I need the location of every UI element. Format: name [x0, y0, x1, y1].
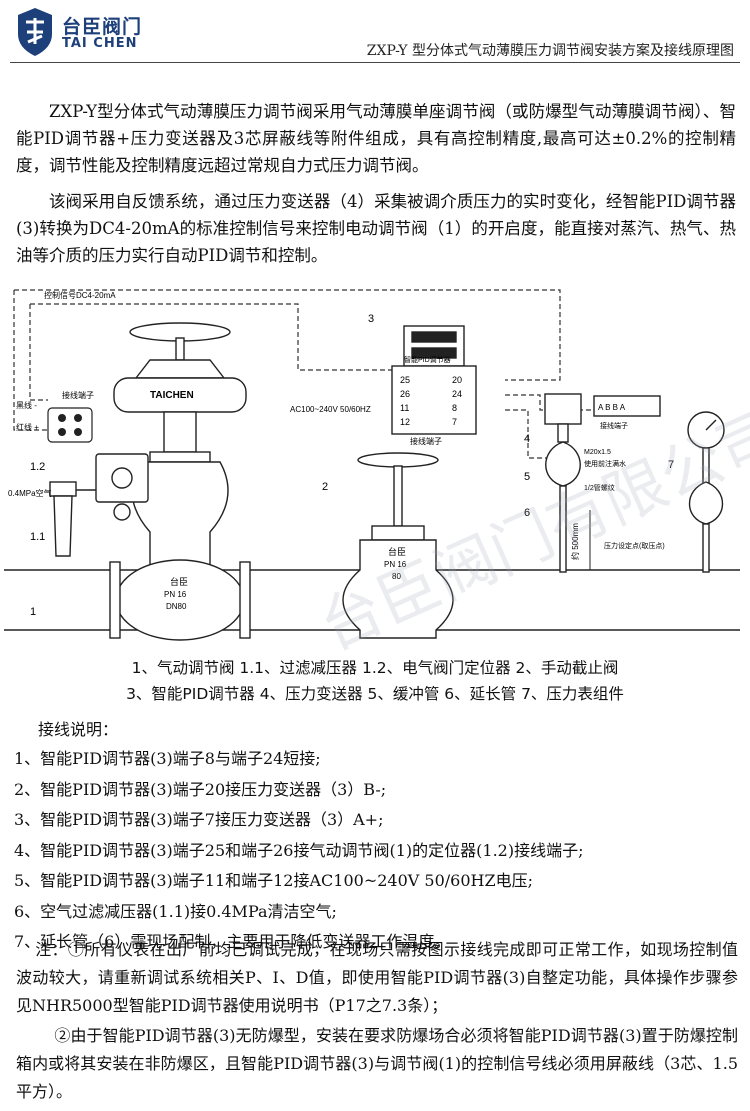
note-1: 注：①所有仪表在出厂前均已调试完成，在现场只需按图示接线完成即可正常工作，如现场… [16, 940, 738, 1015]
pid-controller [391, 325, 477, 435]
valve2-brand: 台臣 [388, 546, 406, 557]
length-label: 约 500mm [570, 523, 580, 560]
junction-terminal-box [47, 407, 93, 443]
power-supply-label: AC100~240V 50/60HZ [290, 405, 371, 414]
callout-5: 5 [524, 471, 530, 483]
controller-terminals-right: 20 24 8 7 [452, 375, 462, 427]
valve1-pn: PN 16 [164, 590, 187, 599]
manual-stop-valve [342, 452, 454, 639]
callout-1-1: 1.1 [30, 531, 45, 543]
filter-regulator [49, 481, 96, 557]
note-2: ②由于智能PID调节器(3)无防爆型，安装在要求防爆场合必须将智能PID调节器(… [16, 1026, 738, 1101]
wiring-item: 2、智能PID调节器(3)端子20接压力变送器（3）B-; [14, 779, 387, 799]
pneumatic-control-valve [109, 322, 251, 641]
transmitter-terms: A B B A [598, 403, 626, 412]
pressure-gauge [687, 411, 725, 573]
wiring-item: 7、延长管（6）需现场配制，主要用于降低变送器工作温度。 [14, 932, 451, 951]
terminal-left-2: 26 [400, 389, 410, 399]
wiring-item: 1、智能PID调节器(3)端子8与端子24短接; [14, 749, 321, 768]
callout-7: 7 [668, 459, 674, 471]
callout-2: 2 [322, 481, 328, 493]
callout-6: 6 [524, 507, 530, 519]
transmitter-terminal-label: 接线端子 [600, 421, 628, 430]
wiring-item: 6、空气过滤减压器(1.1)接0.4MPa清洁空气; [14, 901, 337, 921]
terminal-left-4: 12 [400, 417, 410, 427]
air-supply-label: 0.4MPa空气 [8, 488, 52, 498]
valve1-brand: 台臣 [170, 576, 188, 587]
wiring-item: 4、智能PID调节器(3)端子25和端子26接气动调节阀(1)的定位器(1.2)… [14, 840, 584, 860]
black-wire-label: 黑线 - [16, 400, 37, 410]
taichen-logo-icon [18, 8, 52, 56]
terminal-right-2: 24 [452, 389, 462, 399]
callout-4: 4 [524, 433, 530, 445]
installation-diagram: 控制信号DC4-20mA 接线端子 黑线 - 红线 + TAICHEN 台臣 P… [4, 289, 740, 641]
thread-label: M20x1.5 [584, 449, 611, 456]
pipe-thread-label: 1/2管螺纹 [584, 483, 615, 492]
header-divider [10, 62, 740, 63]
terminal-right-1: 20 [452, 375, 462, 385]
tape-label: 使用前注满水 [584, 459, 626, 468]
positioner-device [95, 453, 149, 521]
controller-terminal-label: 接线端子 [410, 436, 442, 446]
valve1-dn: DN80 [166, 602, 187, 611]
actuator-brand: TAICHEN [150, 390, 194, 401]
wiring-title: 接线说明： [38, 720, 119, 739]
controller-terminals-left: 25 26 11 12 [400, 375, 410, 427]
terminal-right-4: 7 [452, 417, 457, 427]
wiring-list: 1、智能PID调节器(3)端子8与端子24短接; 2、智能PID调节器(3)端子… [14, 744, 744, 958]
terminal-right-3: 8 [452, 403, 457, 413]
signal-dashed-wire [13, 289, 595, 459]
legend-line-1: 1、气动调节阀 1.1、过滤减压器 1.2、电气阀门定位器 2、手动截止阀 [131, 659, 619, 677]
callout-1-2: 1.2 [30, 461, 45, 473]
document-title: ZXP-Y 型分体式气动薄膜压力调节阀安装方案及接线原理图 [366, 43, 734, 59]
controller-title: 智能PID调节器 [404, 355, 451, 364]
valve2-pn: PN 16 [384, 560, 407, 569]
intro-paragraph-1: ZXP-Y型分体式气动薄膜压力调节阀采用气动薄膜单座调节阀（或防爆型气动薄膜调节… [16, 102, 736, 175]
logo-english-name: TAI CHEN [62, 36, 138, 51]
red-wire-label: 红线 + [16, 422, 39, 432]
callout-3: 3 [368, 313, 374, 325]
wiring-item: 3、智能PID调节器(3)端子7接压力变送器（3）A+; [14, 810, 384, 829]
page-header: 台臣阀门 TAI CHEN ZXP-Y 型分体式气动薄膜压力调节阀安装方案及接线… [0, 0, 750, 64]
terminal-left-3: 11 [400, 403, 409, 413]
logo-chinese-name: 台臣阀门 [62, 16, 143, 38]
callout-numbers: 1.2 1.1 1 2 3 4 5 6 7 [30, 313, 674, 618]
legend-line-2: 3、智能PID调节器 4、压力变送器 5、缓冲管 6、延长管 7、压力表组件 [126, 685, 624, 703]
wiring-item: 5、智能PID调节器(3)端子11和端子12接AC100~240V 50/60H… [14, 871, 533, 890]
valve2-dn: 80 [392, 572, 401, 581]
junction-terminal-label: 接线端子 [62, 390, 94, 400]
pressure-transmitter [544, 393, 661, 573]
intro-paragraph-2: 该阀采用自反馈系统，通过压力变送器（4）采集被调介质压力的实时变化，经智能PID… [16, 192, 736, 265]
terminal-left-1: 25 [400, 375, 410, 385]
callout-1: 1 [30, 606, 36, 618]
signal-label: 控制信号DC4-20mA [44, 290, 116, 300]
pressure-point-label: 压力设定点(取压点) [604, 541, 665, 550]
